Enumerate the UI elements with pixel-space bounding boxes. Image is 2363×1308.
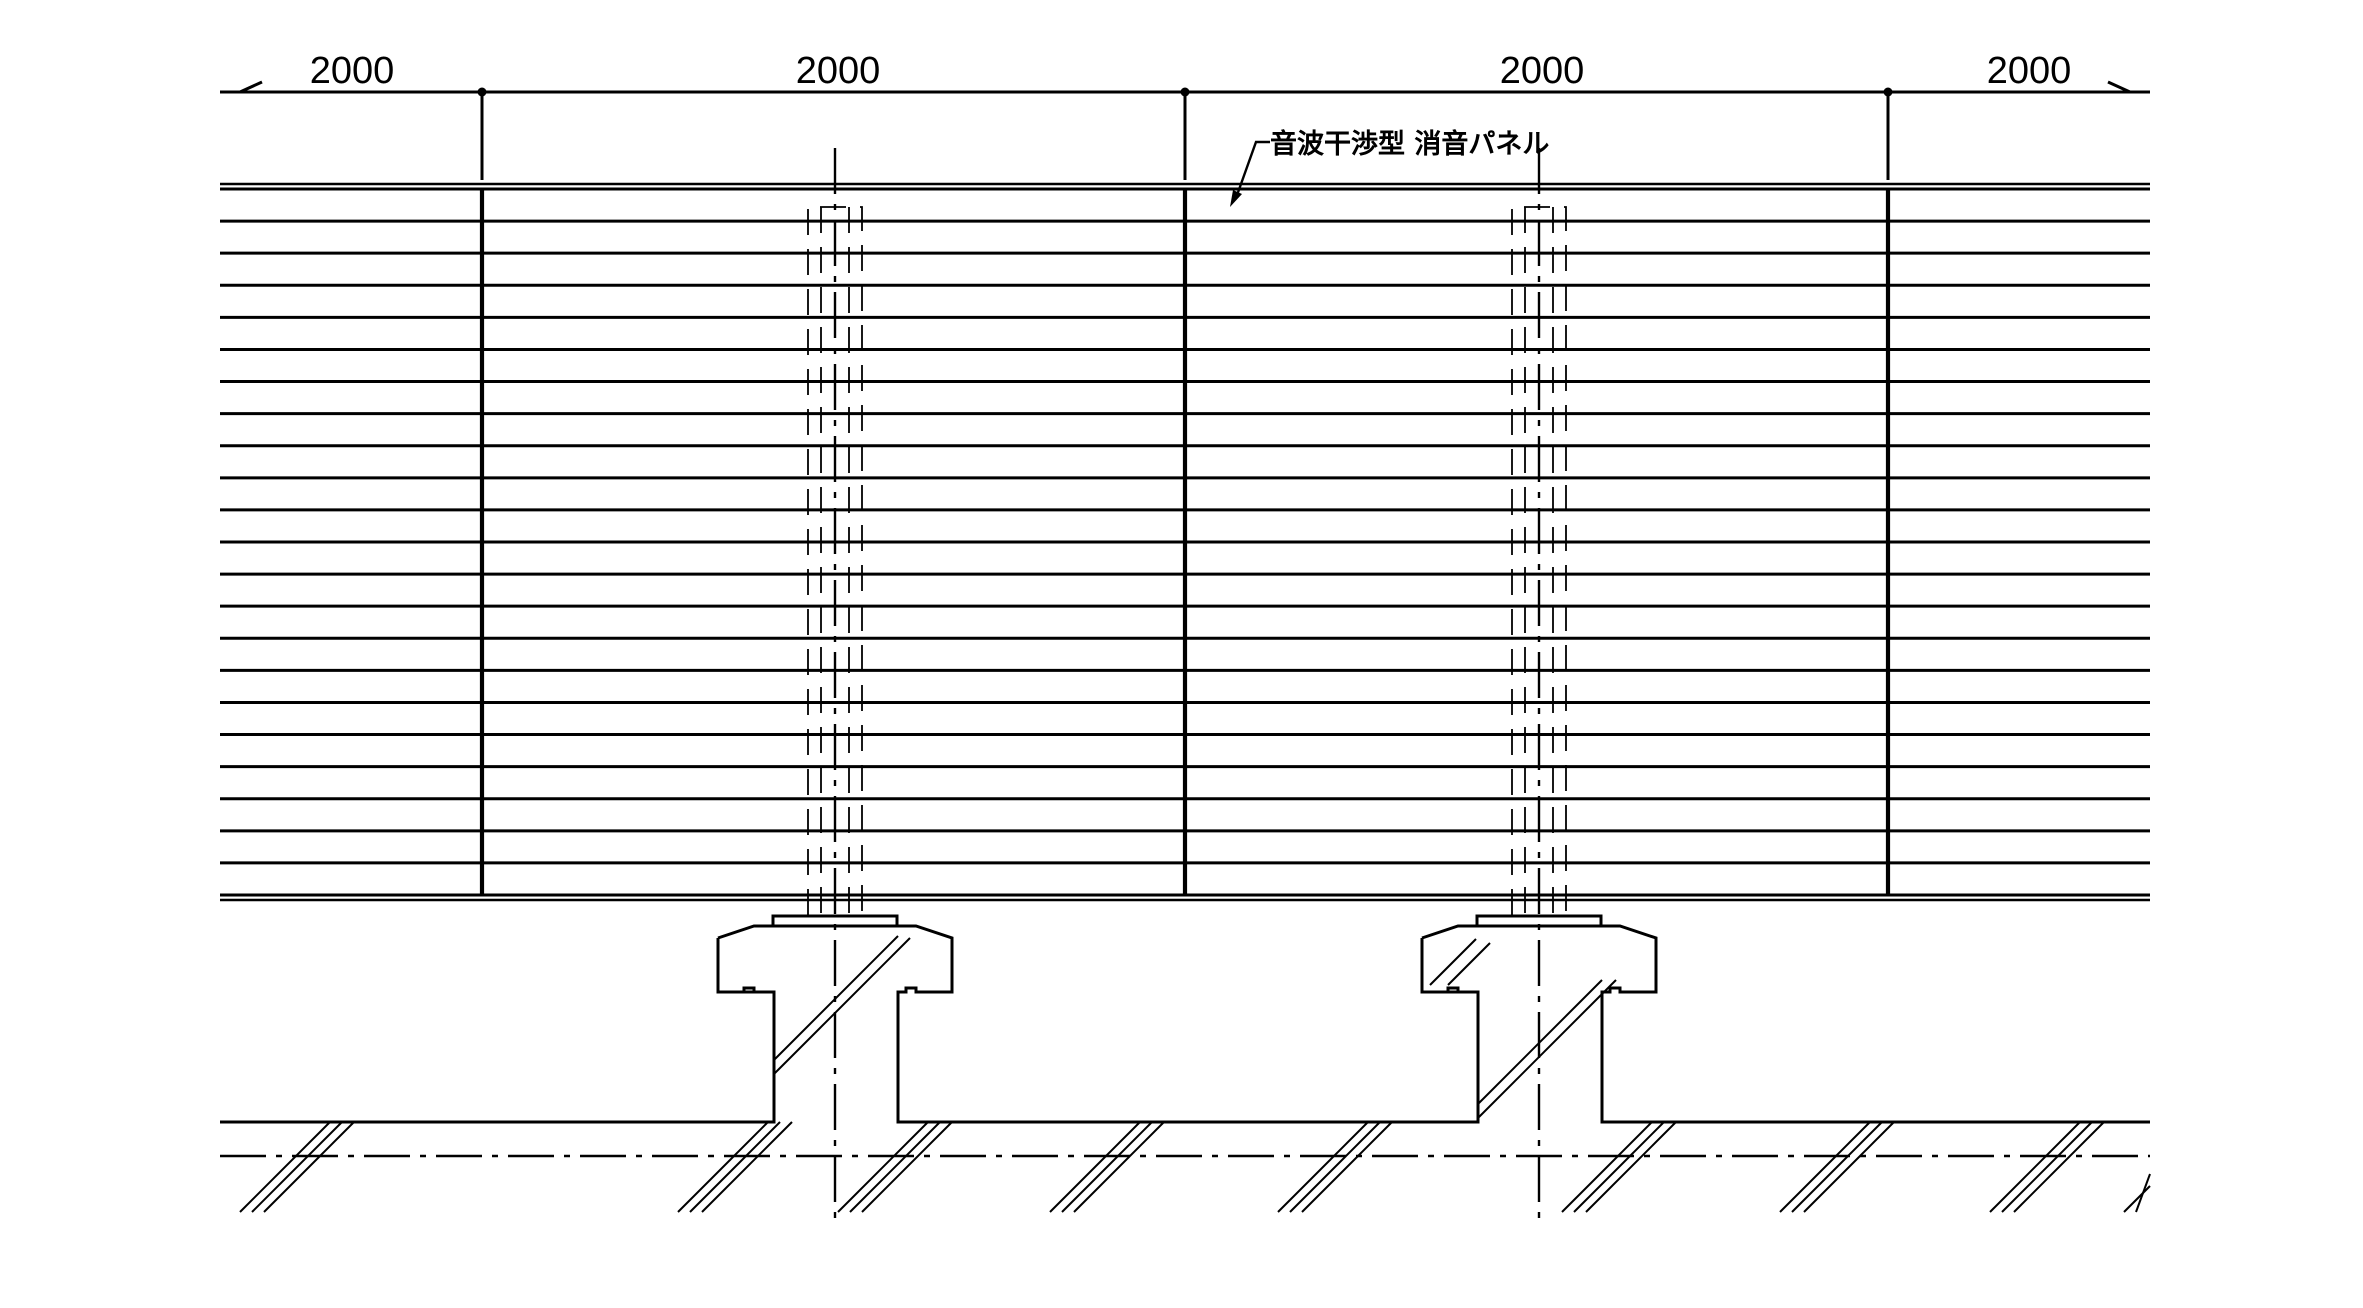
dimension-arrow-left [239, 80, 263, 94]
ground-hatch-line [1791, 1121, 1883, 1213]
ground-hatch-line [849, 1121, 941, 1213]
ground-hatch-line [239, 1121, 331, 1213]
ground-hatch-line [1061, 1121, 1153, 1213]
ground-hatch-line [677, 1121, 769, 1213]
ground-hatch-line [1073, 1121, 1165, 1213]
leader-line [1234, 140, 1270, 199]
dimension-label-2: 2000 [796, 50, 881, 92]
dimension-label-1: 2000 [310, 50, 395, 92]
ground-hatch-line [2135, 1173, 2151, 1213]
dimension-arrow-right [2107, 80, 2131, 94]
panel-posts [479, 189, 1891, 895]
ground-hatch-line [2001, 1121, 2093, 1213]
panel-annotation: 音波干渉型 消音パネル [1230, 128, 1549, 207]
ground-hatch-line [1803, 1121, 1895, 1213]
dimension-label-4: 2000 [1987, 50, 2072, 92]
footing-hatch-2c [1429, 938, 1477, 986]
ground-hatch-line [1779, 1121, 1871, 1213]
ground-hatch-line [1585, 1121, 1677, 1213]
ground-hatch-line [251, 1121, 343, 1213]
dimension-label-3: 2000 [1500, 50, 1585, 92]
ground-hatch-line [1049, 1121, 1141, 1213]
leader-arrowhead [1230, 190, 1242, 207]
ground-hatch-line [2013, 1121, 2105, 1213]
ground-hatch-line [1573, 1121, 1665, 1213]
ground-hatch-line [1301, 1121, 1393, 1213]
ground-hatch-line [1561, 1121, 1653, 1213]
support-footing-2 [898, 914, 2150, 1124]
footing-hatch-2b [1477, 979, 1617, 1119]
ground-hatch-line [1289, 1121, 1381, 1213]
ground-hatching [239, 1121, 2151, 1213]
support-footing-1 [220, 914, 1290, 1124]
footing-hatch-2d [1447, 942, 1491, 986]
ground-hatch-line [263, 1121, 355, 1213]
panel-type-label: 音波干渉型 消音パネル [1270, 128, 1549, 160]
ground-hatch-line [689, 1121, 781, 1213]
ground-hatch-line [1277, 1121, 1369, 1213]
ground-hatch-line [1989, 1121, 2081, 1213]
footing-outline-2 [898, 924, 2150, 1124]
dimension-line-group: 2000 2000 2000 2000 [220, 50, 2150, 180]
ground-hatch-line [701, 1121, 793, 1213]
ground-hatch-line [837, 1121, 929, 1213]
ground-hatch-line [2123, 1185, 2151, 1213]
footing-hatch-1b [773, 937, 911, 1075]
ground-hatch-line [861, 1121, 953, 1213]
